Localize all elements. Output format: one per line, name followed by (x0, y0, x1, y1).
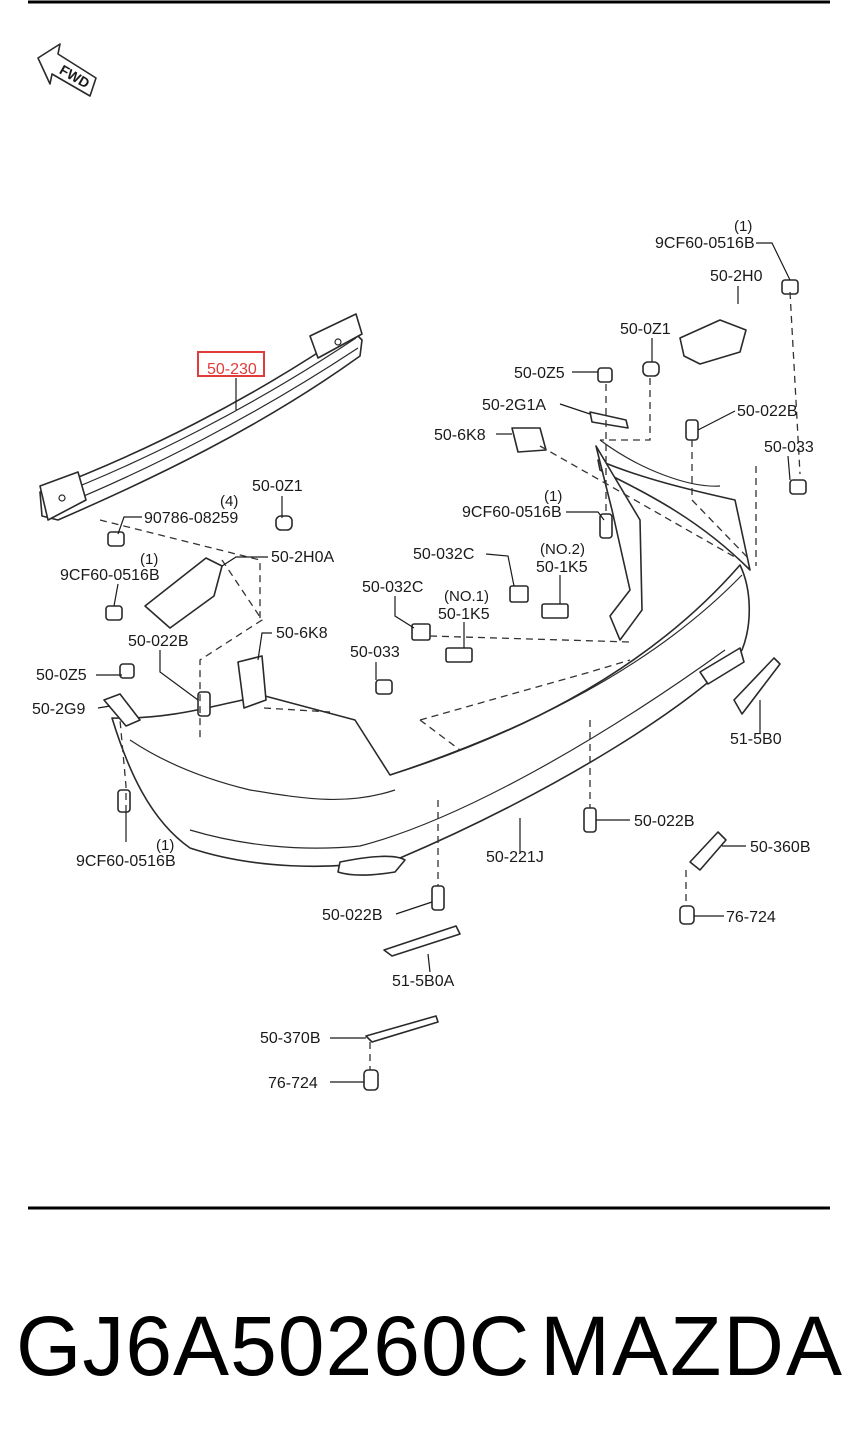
bracket-50-370b (365, 1015, 439, 1043)
rear-bumper-cover (111, 439, 751, 876)
bolt-icon (599, 513, 613, 539)
callout-label: 9CF60-0516B (462, 504, 562, 521)
callout-label: 50-022B (322, 907, 383, 924)
callout-label: 90786-08259 (144, 510, 238, 527)
nut-icon (363, 1069, 379, 1091)
callout-label: 50-2G9 (32, 701, 85, 718)
callout-qty: (1) (140, 551, 158, 568)
callout-label: 50-0Z5 (514, 365, 565, 382)
callout-qty: (1) (544, 488, 562, 505)
bracket-50-2g1a (589, 411, 629, 429)
pin-clip-icon (685, 419, 699, 441)
callout-50-1k5-no1: (NO.1) 50-1K5 (438, 588, 490, 623)
callout-label: 50-370B (260, 1030, 321, 1047)
callout-label: 76-724 (726, 909, 776, 926)
callout-label: 50-033 (764, 439, 814, 456)
exploded-parts-diagram: FWD (28, 0, 830, 1210)
callout-9cf60-0516b-left: (1) 9CF60-0516B (60, 551, 160, 584)
right-side-bracket (595, 445, 643, 641)
callout-9cf60-0516b-center: (1) 9CF60-0516B (462, 488, 562, 521)
bracket-50-6k8-left (237, 655, 267, 709)
callout-9cf60-0516b-bottom-left: (1) 9CF60-0516B (76, 837, 176, 870)
callout-label: 50-2H0 (710, 268, 763, 285)
clip-icon (597, 367, 613, 383)
screw-icon (107, 531, 125, 547)
callout-qty: (1) (734, 218, 752, 235)
reflector-51-5b0a (383, 925, 461, 957)
pin-clip-icon (431, 885, 445, 911)
callout-label: 51-5B0A (392, 973, 455, 990)
leader-lines (96, 242, 791, 1083)
footer-caption: GJ6A50260C MAZDA (0, 1296, 864, 1396)
forward-arrow-icon: FWD (37, 43, 97, 97)
callout-50-1k5-no2: (NO.2) 50-1K5 (536, 541, 588, 576)
reflector-51-5b0 (733, 657, 781, 715)
callouts: (1) 9CF60-0516B 50-2H0 50-0Z1 50-0Z5 50-… (32, 218, 814, 1092)
pin-clip-icon (583, 807, 597, 833)
callout-label: 50-360B (750, 839, 811, 856)
callout-qty: (1) (156, 837, 174, 854)
callout-label: 50-2G1A (482, 397, 546, 414)
callout-label: 50-022B (737, 403, 798, 420)
retainer-icon (411, 623, 431, 641)
callout-qty: (NO.1) (444, 588, 489, 605)
assembly-lines (99, 291, 801, 1070)
callout-label: 76-724 (268, 1075, 318, 1092)
callout-label: 50-022B (128, 633, 189, 650)
callout-label: 9CF60-0516B (655, 235, 755, 252)
bracket-50-2h0 (679, 319, 747, 365)
callout-label: 50-0Z1 (252, 478, 303, 495)
callout-qty: (NO.2) (540, 541, 585, 558)
screw-icon (789, 479, 807, 495)
bracket-50-2g9 (103, 693, 141, 727)
callout-label: 9CF60-0516B (76, 853, 176, 870)
callout-label: 50-1K5 (536, 559, 588, 576)
retainer-icon (509, 585, 529, 603)
callout-90786-08259: (4) 90786-08259 (144, 493, 238, 527)
clip-icon (119, 663, 135, 679)
bracket-clip-icon (541, 603, 569, 619)
bracket-50-360b (689, 831, 727, 871)
callout-label: 50-032C (413, 546, 474, 563)
callout-qty: (4) (220, 493, 238, 510)
callout-label: 50-6K8 (276, 625, 328, 642)
callout-label: 50-032C (362, 579, 423, 596)
callout-label-highlighted: 50-230 (207, 361, 257, 378)
bracket-50-2h0a (144, 557, 223, 629)
callout-label: 50-1K5 (438, 606, 490, 623)
highlight-box (197, 351, 265, 377)
callout-label: 9CF60-0516B (60, 567, 160, 584)
nut-icon (679, 905, 695, 925)
callout-label: 51-5B0 (730, 731, 782, 748)
pin-clip-icon (197, 691, 211, 717)
bolt-icon (105, 605, 123, 621)
callout-label: 50-6K8 (434, 427, 486, 444)
bolt-icon (117, 789, 131, 813)
bracket-clip-icon (445, 647, 473, 663)
bracket-50-6k8-right (511, 427, 547, 453)
fasteners (105, 279, 807, 1091)
callout-label: 50-033 (350, 644, 400, 661)
bumper-reinforcement-beam (39, 313, 363, 521)
callout-label: 50-022B (634, 813, 695, 830)
callout-label: 50-0Z1 (620, 321, 671, 338)
clip-icon (275, 515, 293, 531)
callout-label: 50-221J (486, 849, 544, 866)
callout-label: 50-2H0A (271, 549, 334, 566)
callout-label: 50-0Z5 (36, 667, 87, 684)
callout-9cf60-0516b-top-right: (1) 9CF60-0516B (655, 218, 755, 252)
screw-icon (375, 679, 393, 695)
part-number: GJ6A50260C (16, 1299, 531, 1393)
brand-name: MAZDA (540, 1299, 844, 1393)
clip-icon (642, 361, 660, 377)
bolt-icon (781, 279, 799, 295)
